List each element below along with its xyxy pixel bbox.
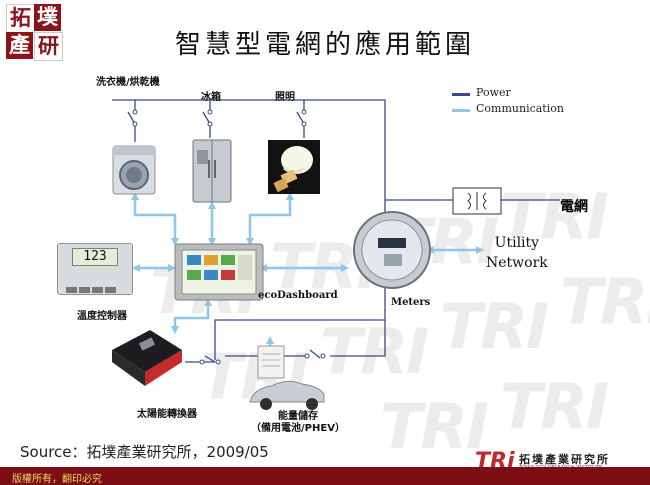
label-storage-line2: （備用電池/PHEV） xyxy=(251,423,345,434)
label-storage-line1: 能量儲存 xyxy=(278,411,318,422)
thermostat-buttons xyxy=(66,278,124,293)
legend-label: Power xyxy=(476,86,511,99)
utility-line1: Utility xyxy=(494,235,540,251)
label-storage: 能量儲存 （備用電池/PHEV） xyxy=(247,411,349,435)
footer-bar xyxy=(0,467,650,485)
label-dashboard: ecoDashboard xyxy=(258,290,338,301)
label-fridge: 冰箱 xyxy=(201,92,221,103)
transformer xyxy=(452,187,502,215)
label-thermostat: 溫度控制器 xyxy=(77,311,127,322)
energy-storage-icon xyxy=(249,345,325,410)
meter-icon xyxy=(353,211,431,289)
utility-network-label: Utility Network xyxy=(486,233,548,273)
legend-swatch xyxy=(452,109,470,112)
utility-line2: Network xyxy=(486,255,548,271)
power-line-main xyxy=(112,99,386,360)
legend-label: Communication xyxy=(476,102,564,115)
legend-swatch xyxy=(452,93,470,96)
thermostat-icon: 123 xyxy=(57,243,133,295)
label-solar: 太陽能轉換器 xyxy=(137,409,197,420)
logo-char: 研 xyxy=(34,32,63,61)
logo-char: 墣 xyxy=(34,4,61,31)
logo-char: 產 xyxy=(6,32,33,59)
copyright-text: 版權所有，翻印必究 xyxy=(12,474,102,485)
light-bulb-icon xyxy=(268,140,320,194)
source-text: Source：拓墣產業研究所，2009/05 xyxy=(20,443,269,461)
label-meters: Meters xyxy=(391,297,431,308)
washer-icon xyxy=(112,145,156,195)
eco-dashboard-icon xyxy=(174,243,264,301)
label-lighting: 照明 xyxy=(275,92,295,103)
page-title: 智慧型電網的應用範圍 xyxy=(174,30,475,60)
logo: 拓 墣 產 研 xyxy=(6,4,63,61)
brand-cn: 拓墣產業研究所 xyxy=(519,453,610,466)
thermostat-display: 123 xyxy=(72,248,118,266)
solar-inverter-icon xyxy=(112,330,182,386)
switch-contacts xyxy=(132,109,326,365)
power-lines xyxy=(112,99,560,363)
label-grid: 電網 xyxy=(560,199,588,215)
label-washer: 洗衣機/烘乾機 xyxy=(96,77,160,88)
fridge-icon xyxy=(192,139,232,203)
